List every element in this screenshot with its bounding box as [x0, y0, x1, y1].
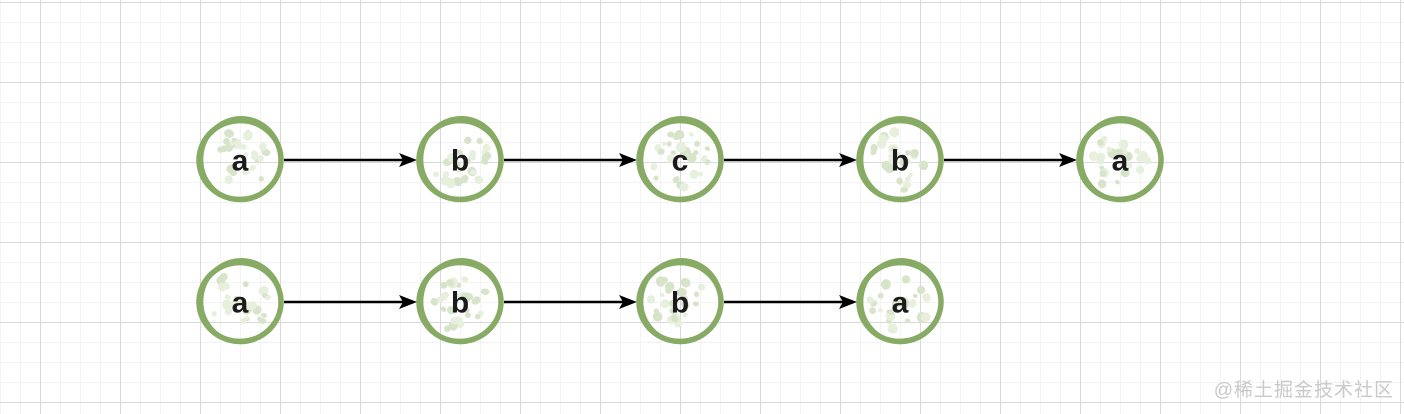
node-c: c [636, 116, 724, 203]
arrow [284, 153, 417, 167]
node-a: a [196, 258, 284, 345]
node-label: b [891, 145, 909, 178]
node-label: a [232, 287, 249, 320]
node-b: b [416, 258, 504, 345]
arrow [284, 295, 417, 309]
node-a: a [856, 258, 944, 345]
watermark: @稀土掘金技术社区 [1213, 380, 1394, 401]
node-label: b [451, 145, 469, 178]
node-b: b [636, 258, 724, 345]
arrow [504, 153, 637, 167]
arrow [944, 153, 1077, 167]
node-b: b [856, 116, 944, 203]
node-label: a [232, 145, 249, 178]
node-b: b [416, 115, 504, 203]
arrow [724, 295, 857, 309]
arrow [724, 153, 857, 167]
node-label: b [451, 287, 469, 320]
node-label: a [1112, 145, 1129, 178]
arrow [504, 295, 637, 309]
node-label: a [892, 287, 909, 320]
node-label: b [671, 287, 689, 320]
node-a: a [196, 115, 284, 203]
node-a: a [1076, 115, 1164, 203]
node-label: c [672, 145, 689, 178]
